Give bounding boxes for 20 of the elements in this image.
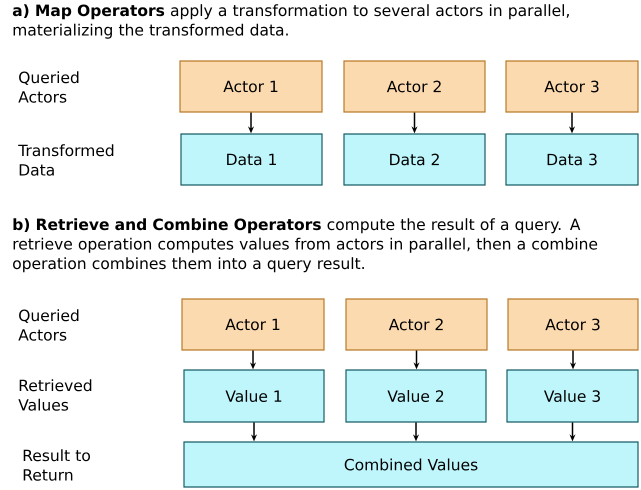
row-label: Result to Return: [24, 449, 90, 481]
row-label: Transformed Data: [18, 144, 114, 176]
row-label: Retrieved Values: [18, 379, 92, 411]
process-box: Actor 1: [181, 298, 325, 351]
process-box: Value 3: [506, 369, 639, 423]
process-box: Actor 2: [345, 298, 488, 351]
process-box: Data 1: [180, 133, 323, 186]
process-box: Value 1: [183, 369, 325, 423]
process-box: Data 2: [343, 133, 486, 186]
process-box: Actor 3: [505, 60, 639, 113]
process-box: Combined Values: [183, 441, 639, 488]
process-box: Actor 3: [507, 298, 639, 351]
process-box: Value 2: [345, 369, 487, 423]
caption-text: b) Retrieve and Combine Operators compute the result of a query. A retrieve operation computes values from actors in parallel, then a combine operation combines them into a query result.: [13, 218, 598, 272]
caption-text: a) Map Operators apply a transformation to several actors in parallel, materializing the transformed data.: [12, 4, 569, 39]
process-box: Data 3: [505, 133, 639, 186]
process-box: Actor 2: [343, 60, 486, 113]
row-label: Queried Actors: [18, 309, 78, 341]
row-label: Queried Actors: [18, 71, 78, 103]
process-box: Actor 1: [179, 60, 323, 113]
